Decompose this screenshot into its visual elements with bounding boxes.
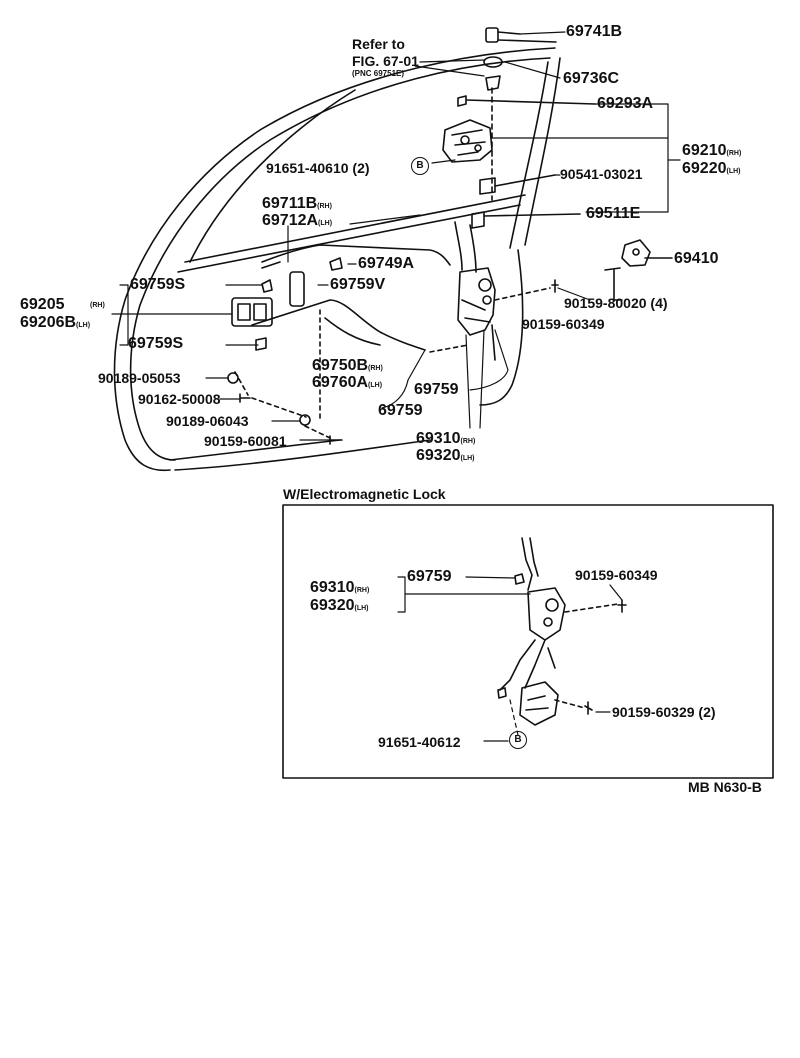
part-69293A: 69293A bbox=[597, 95, 654, 112]
part-90159-60349: 90159-60349 bbox=[522, 316, 605, 332]
inset-part-69310: 69310(RH) bbox=[310, 579, 370, 596]
part-69206B: 69206B(LH) bbox=[20, 314, 91, 331]
door-lock-assembly-top bbox=[442, 119, 493, 163]
part-69759-b: 69759 bbox=[378, 402, 423, 419]
refer-line-3: (PNC 69751E) bbox=[352, 69, 405, 78]
inside-handle bbox=[231, 257, 343, 351]
part-69511E: 69511E bbox=[586, 205, 641, 222]
part-69210: 69210(RH) bbox=[682, 142, 742, 159]
inset-leader-lines bbox=[397, 576, 623, 742]
part-90189-06043: 90189-06043 bbox=[166, 413, 249, 429]
part-90541-03021: 90541-03021 bbox=[560, 166, 643, 182]
refer-line-2: FIG. 67-01 bbox=[352, 53, 419, 69]
part-69205-rh: (RH) bbox=[90, 302, 105, 309]
part-69749A: 69749A bbox=[358, 255, 415, 272]
door-frame-outline bbox=[113, 47, 561, 472]
part-91651-40610: 91651-40610 (2) bbox=[266, 160, 370, 176]
part-69750B: 69750B(RH) bbox=[312, 357, 383, 374]
marker-b-top: B bbox=[411, 157, 429, 175]
part-69320: 69320(LH) bbox=[416, 447, 475, 464]
part-69410: 69410 bbox=[674, 250, 719, 267]
part-69759V: 69759V bbox=[330, 276, 386, 293]
door-lock-body bbox=[457, 267, 496, 361]
fasteners bbox=[227, 279, 559, 445]
part-69759-a: 69759 bbox=[414, 381, 459, 398]
part-69759S-bottom: 69759S bbox=[128, 335, 184, 352]
part-69760A: 69760A(LH) bbox=[312, 374, 383, 391]
door-striker bbox=[604, 239, 673, 301]
part-69711B: 69711B(RH) bbox=[262, 195, 332, 212]
inset-part-91651-40612: 91651-40612 bbox=[378, 734, 461, 750]
refer-line-1: Refer to bbox=[352, 36, 405, 52]
part-90159-80020: 90159-80020 (4) bbox=[564, 295, 668, 311]
part-90189-05053: 90189-05053 bbox=[98, 370, 181, 386]
part-90159-60081: 90159-60081 bbox=[204, 433, 287, 449]
inset-box bbox=[282, 504, 774, 779]
part-69205: 69205 bbox=[20, 296, 65, 313]
inset-title: W/Electromagnetic Lock bbox=[283, 486, 446, 502]
part-90162-50008: 90162-50008 bbox=[138, 391, 221, 407]
marker-b-inset: B bbox=[509, 731, 527, 749]
inset-part-90159-60329: 90159-60329 (2) bbox=[612, 704, 716, 720]
part-69741B: 69741B bbox=[566, 23, 623, 40]
part-69712A: 69712A(LH) bbox=[262, 212, 333, 229]
part-69310: 69310(RH) bbox=[416, 430, 476, 447]
lock-rods bbox=[251, 221, 477, 351]
part-69220: 69220(LH) bbox=[682, 160, 741, 177]
part-69736C: 69736C bbox=[563, 70, 620, 87]
small-parts-top bbox=[457, 27, 596, 229]
part-69759S-top: 69759S bbox=[130, 276, 186, 293]
inset-lock-assembly bbox=[497, 537, 627, 726]
inset-part-69759: 69759 bbox=[407, 568, 452, 585]
inset-part-90159-60349: 90159-60349 bbox=[575, 567, 658, 583]
inset-part-69320: 69320(LH) bbox=[310, 597, 369, 614]
diagram-code: MB N630-B bbox=[688, 779, 762, 795]
leader-lines bbox=[111, 31, 681, 441]
